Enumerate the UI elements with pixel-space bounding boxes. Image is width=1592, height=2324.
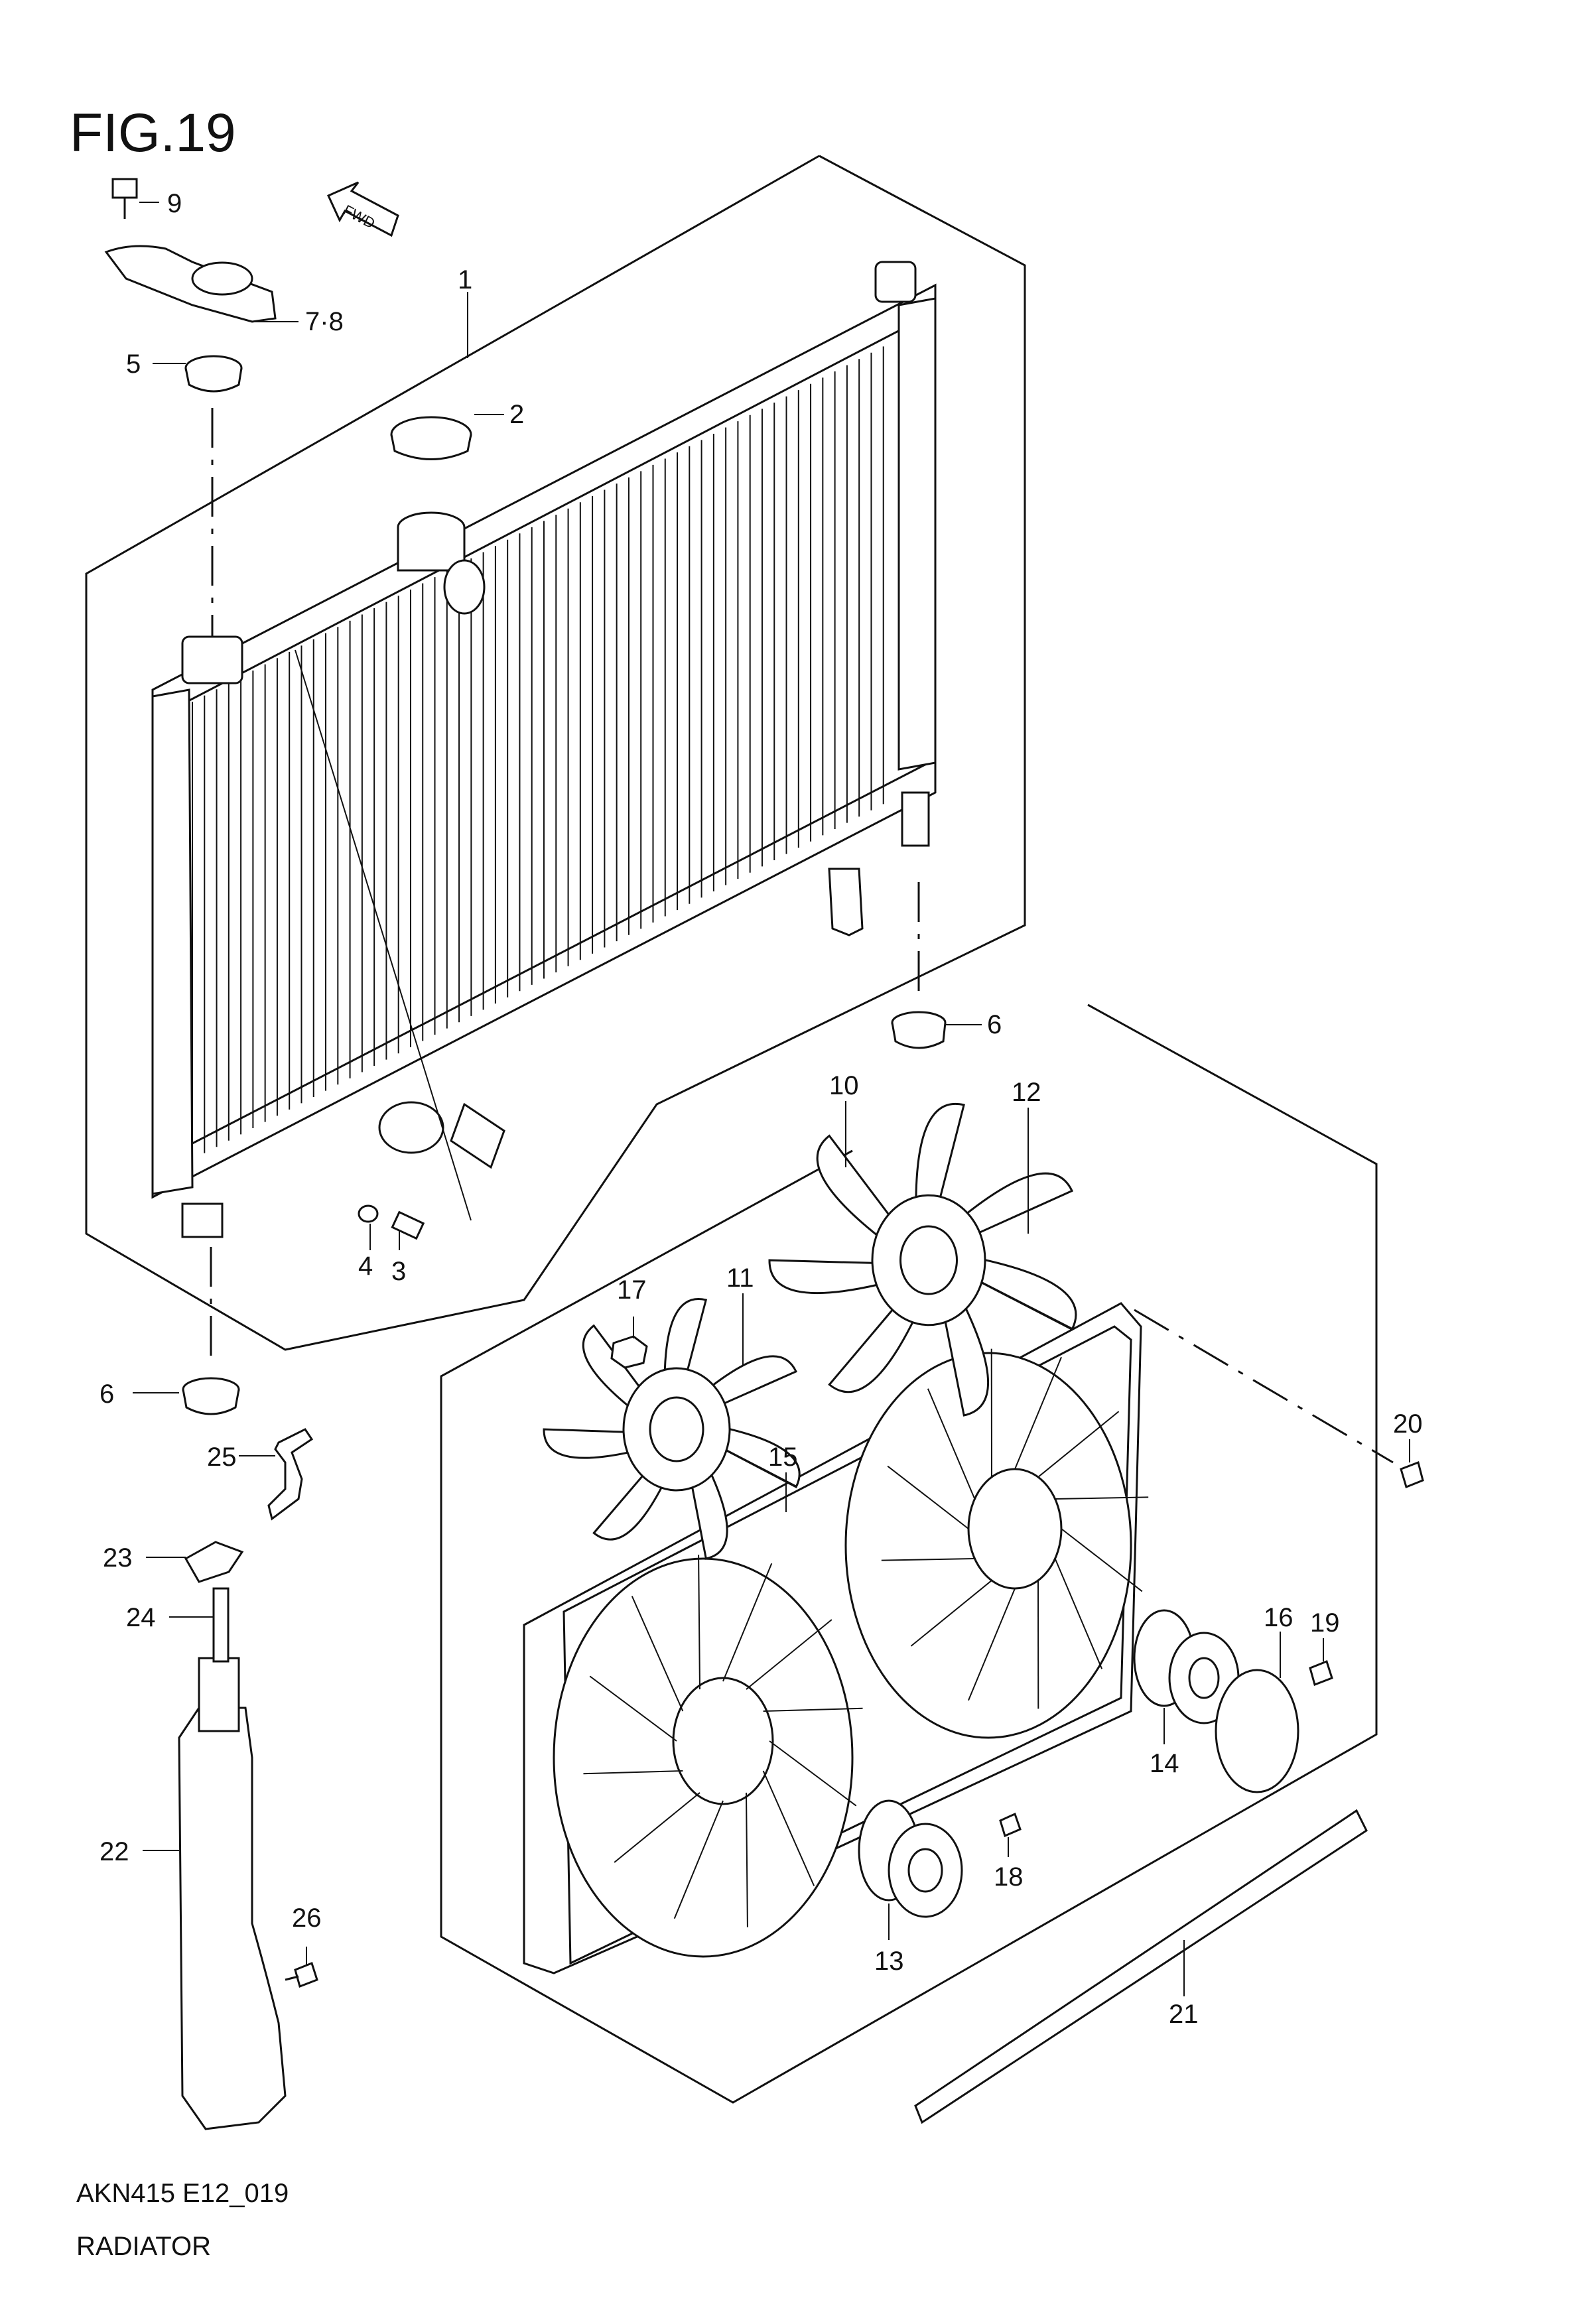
o-ring-icon (358, 1204, 379, 1223)
callout-14: 14 (1150, 1749, 1179, 1778)
callout-6-right: 6 (987, 1010, 1002, 1039)
figure-title: FIG.19 (70, 103, 236, 163)
fan-group-frame (440, 1003, 1378, 2104)
fan-shroud (523, 1302, 1149, 1974)
fan-motor-lower (858, 1799, 963, 1918)
callout-3: 3 (391, 1257, 406, 1286)
grommet-bottom-icon (182, 1377, 240, 1415)
fwd-arrow-icon: FWD (327, 181, 399, 237)
radiator-core (151, 261, 937, 1238)
callout-7-8: 7·8 (305, 307, 344, 336)
callout-6-left: 6 (100, 1380, 114, 1409)
callout-11: 11 (726, 1263, 754, 1293)
bolt-26-icon (285, 1962, 318, 1988)
callout-19: 19 (1310, 1608, 1340, 1638)
callout-26: 26 (292, 1904, 322, 1933)
callout-4: 4 (358, 1252, 373, 1281)
fan-small (543, 1298, 801, 1560)
screw-19-icon (1309, 1660, 1333, 1686)
callout-9: 9 (167, 189, 182, 218)
callout-leaders (133, 202, 1410, 1996)
drain-plug-icon (391, 1210, 425, 1240)
callout-12: 12 (1012, 1078, 1041, 1107)
radiator-cap-icon (390, 416, 472, 460)
bracket-icon (104, 245, 277, 323)
callout-20: 20 (1393, 1409, 1423, 1439)
reservoir-hose-icon (212, 1587, 230, 1663)
grommet-icon (184, 355, 243, 393)
fan-large (768, 1102, 1077, 1417)
callout-5: 5 (126, 350, 141, 379)
centerline-shroud (1134, 1309, 1394, 1464)
callout-16: 16 (1264, 1603, 1294, 1632)
callout-18: 18 (994, 1862, 1024, 1892)
callout-21: 21 (1169, 2000, 1199, 2029)
callout-13: 13 (874, 1947, 904, 1976)
callout-1: 1 (458, 265, 472, 294)
callout-17: 17 (617, 1275, 647, 1305)
overflow-hose-icon (267, 1428, 314, 1521)
callout-23: 23 (103, 1543, 133, 1573)
screw-18-icon (999, 1812, 1022, 1838)
callout-10: 10 (829, 1071, 859, 1100)
figure-name: RADIATOR (76, 2232, 211, 2261)
leader-diagonal (295, 649, 472, 1221)
grommet-right-icon (891, 1011, 947, 1049)
bolt-icon (111, 178, 138, 219)
nut-icon (610, 1335, 648, 1369)
callout-2: 2 (509, 400, 524, 429)
gasket-ring-icon (1215, 1669, 1299, 1793)
callout-25: 25 (207, 1443, 237, 1472)
seal-strip (914, 1809, 1368, 2124)
callout-24: 24 (126, 1603, 156, 1632)
callout-15: 15 (768, 1443, 798, 1472)
screw-20-icon (1400, 1460, 1424, 1489)
reservoir-tank (178, 1657, 287, 2130)
callout-22: 22 (100, 1837, 129, 1866)
radiator-group-frame (85, 155, 1026, 1351)
reservoir-cap-icon (184, 1541, 244, 1583)
figure-code: AKN415 E12_019 (76, 2179, 289, 2208)
